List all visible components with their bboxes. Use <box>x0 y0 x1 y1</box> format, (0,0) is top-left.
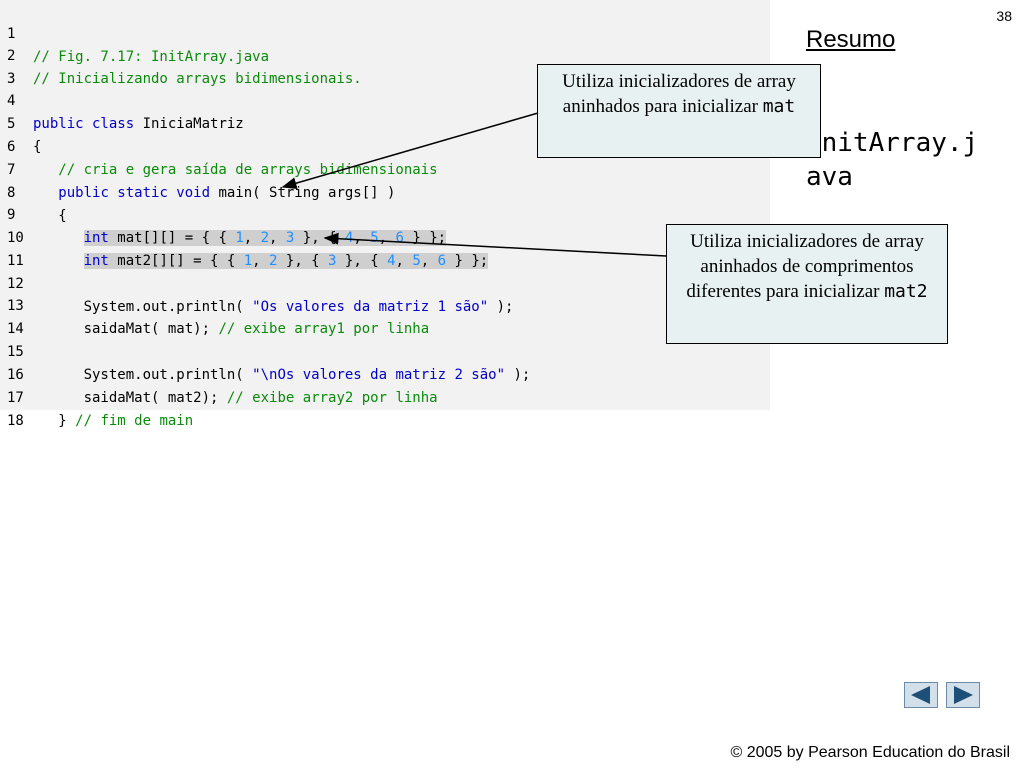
code-string: "\nOs valores da matriz 2 são" <box>252 367 506 383</box>
callout-text: Utiliza inicializadores de array aninhad… <box>562 71 796 117</box>
code-text: main( String args[] ) <box>210 185 396 201</box>
file-name-line: InitArray.j <box>806 128 979 158</box>
code-comment: // cria e gera saída de arrays bidimensi… <box>33 162 438 178</box>
code-line: 13 saidaMat( mat); // exibe array1 por l… <box>0 272 429 337</box>
code-line: 6 // cria e gera saída de arrays bidimen… <box>0 113 438 178</box>
code-text: IniciaMatriz <box>134 116 244 132</box>
code-text: int mat2[][] = { { 1, 2 }, { 3 }, { 4, 5… <box>33 250 489 273</box>
file-name-line: ava <box>806 162 853 192</box>
line-number: 8 <box>7 185 16 201</box>
code-line: 1 // Fig. 7.17: InitArray.java <box>0 0 269 65</box>
code-keyword: public class <box>33 116 135 132</box>
line-number: 3 <box>7 71 16 87</box>
code-text: ); <box>488 299 514 315</box>
code-line: 17 } // fim de main <box>0 364 193 429</box>
code-text: { <box>33 139 42 155</box>
slide-number: 38 <box>996 8 1012 24</box>
code-line: 15 System.out.println( "\nOs valores da … <box>0 318 530 383</box>
line-number: 18 <box>7 413 24 429</box>
next-slide-button[interactable] <box>946 682 980 708</box>
line-number: 6 <box>7 139 16 155</box>
code-listing: 1 // Fig. 7.17: InitArray.java 2 // Inic… <box>0 0 770 429</box>
callout-code: mat2 <box>884 281 928 302</box>
code-text: System.out.println( "Os valores da matri… <box>33 296 514 319</box>
callout-nested-initializers: Utiliza inicializadores de array aninhad… <box>537 64 821 158</box>
line-number: 16 <box>7 367 24 383</box>
code-text: System.out.println( <box>33 367 253 383</box>
callout-text: Utiliza inicializadores de array aninhad… <box>686 231 924 302</box>
left-triangle-icon <box>911 686 930 704</box>
code-line: 10 int mat2[][] = { { 1, 2 }, { 3 }, { 4… <box>0 204 489 269</box>
code-text: public class IniciaMatriz <box>33 113 244 136</box>
line-number: 10 <box>7 230 24 246</box>
line-number: 7 <box>7 162 16 178</box>
code-text: saidaMat( mat2); <box>33 390 227 406</box>
code-text: int mat[][] = { { 1, 2, 3 }, { 4, 5, 6 }… <box>33 227 447 250</box>
line-number: 2 <box>7 48 16 64</box>
line-number: 1 <box>7 26 16 42</box>
code-text: saidaMat( mat); <box>33 321 219 337</box>
callout-code: mat <box>762 96 796 117</box>
line-number: 5 <box>7 116 16 132</box>
callout-different-lengths: Utiliza inicializadores de array aninhad… <box>666 224 948 344</box>
code-comment: // exibe array1 por linha <box>218 321 430 337</box>
code-line: 16 saidaMat( mat2); // exibe array2 por … <box>0 341 438 406</box>
code-comment: // Fig. 7.17: InitArray.java <box>33 49 270 65</box>
code-comment: // fim de main <box>75 413 194 429</box>
code-text: } // fim de main <box>33 410 193 433</box>
code-text: saidaMat( mat); // exibe array1 por linh… <box>33 318 430 341</box>
line-number: 14 <box>7 321 24 337</box>
code-text: System.out.println( <box>33 299 253 315</box>
code-comment: // exibe array2 por linha <box>226 390 438 406</box>
code-indent <box>33 185 58 201</box>
code-line: 4 public class IniciaMatriz <box>0 67 244 132</box>
code-line: 12 System.out.println( "Os valores da ma… <box>0 250 513 315</box>
code-line: 7 public static void main( String args[]… <box>0 136 395 201</box>
line-number: 17 <box>7 390 24 406</box>
code-line: 9 int mat[][] = { { 1, 2, 3 }, { 4, 5, 6… <box>0 181 447 246</box>
line-number: 9 <box>7 207 16 223</box>
previous-slide-button[interactable] <box>904 682 938 708</box>
line-number: 11 <box>7 253 24 269</box>
code-line: 2 // Inicializando arrays bidimensionais… <box>0 22 362 87</box>
code-line: 11 <box>0 227 34 269</box>
code-text: { <box>33 208 67 224</box>
right-triangle-icon <box>954 686 973 704</box>
copyright-footer: © 2005 by Pearson Education do Brasil <box>730 744 1010 761</box>
line-number: 4 <box>7 93 16 109</box>
code-line: 5 { <box>0 90 41 155</box>
code-string: "Os valores da matriz 1 são" <box>252 299 489 315</box>
code-comment: // Inicializando arrays bidimensionais. <box>33 71 362 87</box>
code-line: 14 <box>0 295 34 337</box>
highlighted-code: int mat2[][] = { { 1, 2 }, { 3 }, { 4, 5… <box>83 253 489 269</box>
code-line: 18 <box>0 387 34 429</box>
code-text: ); <box>505 367 531 383</box>
code-text: public static void main( String args[] ) <box>33 182 395 205</box>
code-text: } <box>33 413 76 429</box>
file-name: InitArray.j ava <box>806 126 978 194</box>
code-text: System.out.println( "\nOs valores da mat… <box>33 364 531 387</box>
code-text: saidaMat( mat2); // exibe array2 por lin… <box>33 387 438 410</box>
line-number: 13 <box>7 298 24 314</box>
summary-heading[interactable]: Resumo <box>806 26 896 53</box>
code-keyword: public static void <box>58 185 211 201</box>
code-line: 3 <box>0 45 34 87</box>
highlighted-code: int mat[][] = { { 1, 2, 3 }, { 4, 5, 6 }… <box>83 230 447 246</box>
line-number: 12 <box>7 276 24 292</box>
line-number: 15 <box>7 344 24 360</box>
code-line: 8 { <box>0 159 67 224</box>
